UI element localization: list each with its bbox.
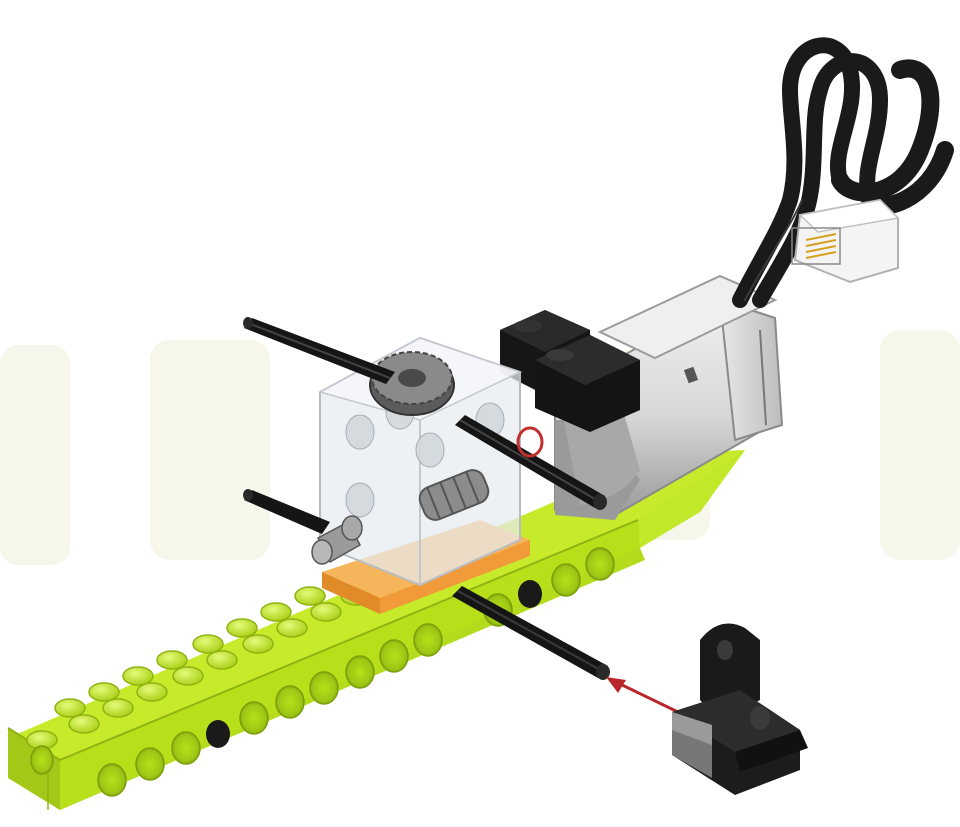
red-bushing (518, 428, 542, 456)
black-bracket (672, 624, 808, 795)
insertion-arrow (606, 677, 678, 712)
crown-gear (370, 352, 454, 415)
